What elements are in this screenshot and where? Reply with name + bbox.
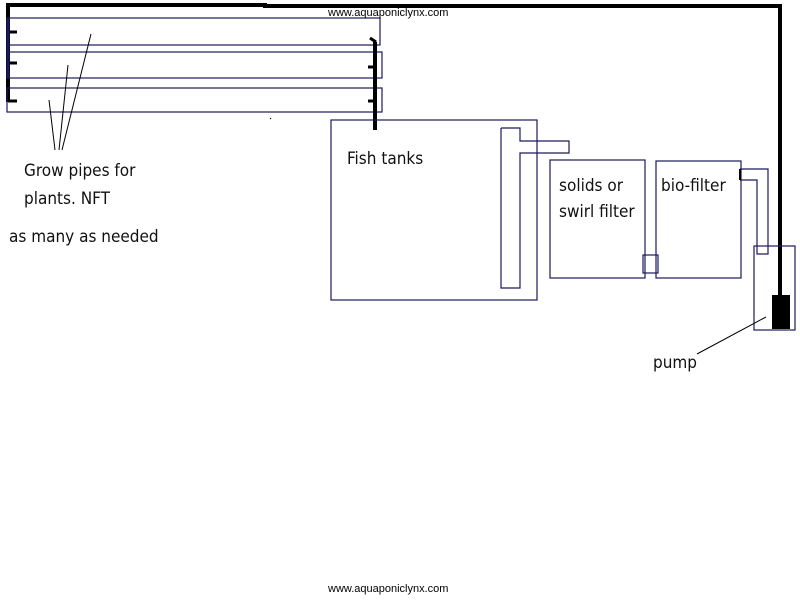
watermark-bottom: www.aquaponiclynx.com <box>327 583 448 595</box>
bio-filter <box>655 160 742 279</box>
grow-pipes-leader-lines <box>48 33 92 151</box>
solids-filter <box>549 159 646 279</box>
bio-filter-label: bio-filter <box>661 176 726 196</box>
grow-pipe-3 <box>6 87 383 113</box>
solids-label-2: swirl filter <box>559 202 635 222</box>
pump-icon <box>772 295 790 329</box>
watermark-top: www.aquaponiclynx.com <box>327 7 448 19</box>
solids-label-1: solids or <box>559 176 624 196</box>
grow-pipe-1 <box>6 17 381 46</box>
standpipe <box>500 127 570 289</box>
filter-connector <box>642 254 659 274</box>
pump-label: pump <box>653 353 697 373</box>
pump-leader-line <box>696 316 767 355</box>
fish-tanks-label: Fish tanks <box>347 149 423 169</box>
grow-pipe-2 <box>6 51 383 79</box>
as-many-label: as many as needed <box>9 227 159 247</box>
bio-filter-outlet-pipe <box>740 168 769 255</box>
fish-tank <box>330 119 538 301</box>
pump-sump <box>753 245 796 331</box>
grow-pipes-label-2: plants. NFT <box>24 189 111 209</box>
pipe-outlets <box>8 30 377 103</box>
grow-pipes-label-1: Grow pipes for <box>24 161 136 181</box>
